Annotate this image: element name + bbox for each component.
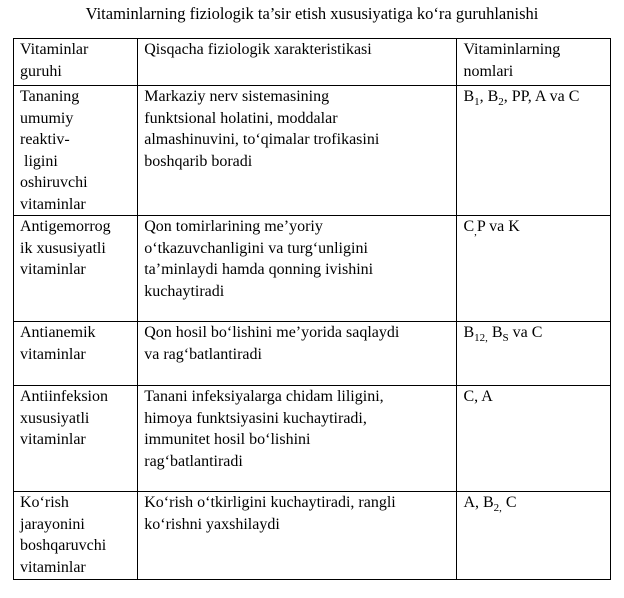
row-names-cell: B1, B2, PP, A va C xyxy=(456,85,611,216)
vitamin-name: P va K xyxy=(476,218,520,235)
vitamin-subscript: S xyxy=(502,332,509,345)
header-group: Vitaminlar guruhi xyxy=(12,38,139,86)
vitamin-name: , PP, A va C xyxy=(503,88,580,105)
row-group-cell: Tananing umumiy reaktiv- ligini oshiruvc… xyxy=(12,85,139,216)
row-group-cell: Antiinfeksion xususiyatli vitaminlar xyxy=(12,385,139,492)
row-description-cell: Qon tomirlarining me’yoriy o‘tkazuvchanl… xyxy=(137,215,458,322)
group-line: jarayonini xyxy=(20,515,85,533)
vitamin-name: va C xyxy=(508,324,543,341)
vitamin-name: B xyxy=(463,88,475,105)
vitamin-name: C xyxy=(501,494,517,511)
table-row: Tananing umumiy reaktiv- ligini oshiruvc… xyxy=(12,85,611,216)
row-description-cell: Tanani infeksiyalarga chidam liligini, h… xyxy=(137,385,458,492)
header-description-line: Qisqacha fiziologik xarakteristikasi xyxy=(144,41,372,58)
description-line: o‘tkazuvchanligini va turg‘unligini xyxy=(144,239,368,257)
group-line: Tananing xyxy=(20,88,80,105)
row-names-cell: A, B2, C xyxy=(456,491,611,580)
header-group-line: Vitaminlar xyxy=(20,41,89,58)
description-line: ta’minlaydi hamda qonning ivishini xyxy=(144,261,374,278)
description-line: va rag‘batlantiradi xyxy=(144,345,262,363)
table-header-row: Vitaminlar guruhi Qisqacha fiziologik xa… xyxy=(12,38,611,86)
vitamin-subscript: 2 xyxy=(498,96,504,109)
row-names-cell: C, A xyxy=(456,385,611,492)
group-line: vitaminlar xyxy=(20,345,86,363)
group-line: Antigemorrog xyxy=(20,218,111,235)
table-row: Antigemorrog ik xususiyatli vitaminlar Q… xyxy=(12,215,611,322)
group-line: xususiyatli xyxy=(20,409,90,427)
document-title: Vitaminlarning fiziologik ta’sir etish x… xyxy=(85,4,539,23)
vitamin-name: C, A xyxy=(463,388,493,405)
header-names-line: nomlari xyxy=(463,62,514,80)
group-line: vitaminlar xyxy=(20,431,86,448)
description-line: Tanani infeksiyalarga chidam liligini, xyxy=(144,388,384,405)
description-line: Ko‘rish o‘tkirligini kuchaytiradi, rangl… xyxy=(144,494,396,511)
row-names-cell: B12, BS va C xyxy=(456,321,611,386)
row-names-cell: C,P va K xyxy=(456,215,611,322)
description-line: kuchaytiradi xyxy=(144,282,225,300)
row-description-cell: Markaziy nerv sistemasining funktsional … xyxy=(137,85,458,216)
vitamin-name: B xyxy=(463,324,475,341)
row-description-cell: Qon hosil bo‘lishini me’yorida saqlaydi … xyxy=(137,321,458,386)
group-line: ligini xyxy=(20,152,58,170)
vitamin-name: , B xyxy=(479,88,499,105)
vitamin-name: B xyxy=(487,324,503,341)
group-line: Antiinfeksion xyxy=(20,388,108,405)
vitamin-name: C xyxy=(463,218,475,235)
table-row: Ko‘rish jarayonini boshqaruvchi vitaminl… xyxy=(12,491,611,580)
vitamin-subscript: 2, xyxy=(493,502,502,515)
description-line: Markaziy nerv sistemasining xyxy=(144,88,330,105)
description-line: rag‘batlantiradi xyxy=(144,452,243,470)
table-row: Antianemik vitaminlar Qon hosil bo‘lishi… xyxy=(12,321,611,386)
group-line: vitaminlar xyxy=(20,195,86,213)
group-line: ik xususiyatli xyxy=(20,239,106,257)
header-names-line: Vitaminlarning xyxy=(463,41,561,58)
description-line: Qon tomirlarining me’yoriy xyxy=(144,218,323,235)
row-group-cell: Antianemik vitaminlar xyxy=(12,321,139,386)
group-line: boshqaruvchi xyxy=(20,537,107,554)
vitamin-groups-table: Vitaminlar guruhi Qisqacha fiziologik xa… xyxy=(12,38,611,580)
header-description: Qisqacha fiziologik xarakteristikasi xyxy=(137,38,458,86)
row-description-cell: Ko‘rish o‘tkirligini kuchaytiradi, rangl… xyxy=(137,491,458,580)
vitamin-subscript: 12, xyxy=(474,332,488,345)
table-row: Antiinfeksion xususiyatli vitaminlar Tan… xyxy=(12,385,611,492)
description-line: immunitet hosil bo‘lishini xyxy=(144,431,311,448)
group-line: umumiy xyxy=(20,109,74,127)
description-line: boshqarib boradi xyxy=(144,152,253,170)
group-line: reaktiv- xyxy=(20,131,70,148)
group-line: Ko‘rish xyxy=(20,494,69,511)
vitamin-name: A, B xyxy=(463,494,494,511)
description-line: Qon hosil bo‘lishini me’yorida saqlaydi xyxy=(144,324,400,341)
group-line: oshiruvchi xyxy=(20,174,88,191)
row-group-cell: Ko‘rish jarayonini boshqaruvchi vitaminl… xyxy=(12,491,139,580)
row-group-cell: Antigemorrog ik xususiyatli vitaminlar xyxy=(12,215,139,322)
header-group-line: guruhi xyxy=(20,62,62,80)
vitamin-subscript: 1 xyxy=(474,96,480,109)
description-line: himoya funktsiyasini kuchaytiradi, xyxy=(144,409,367,427)
group-line: Antianemik xyxy=(20,324,96,341)
description-line: almashinuvini, to‘qimalar trofikasini xyxy=(144,131,380,148)
group-line: vitaminlar xyxy=(20,558,86,576)
header-names: Vitaminlarning nomlari xyxy=(456,38,611,86)
vitamin-subscript: , xyxy=(474,226,477,239)
description-line: ko‘rishni yaxshilaydi xyxy=(144,515,280,533)
description-line: funktsional holatini, moddalar xyxy=(144,109,338,127)
group-line: vitaminlar xyxy=(20,261,86,278)
